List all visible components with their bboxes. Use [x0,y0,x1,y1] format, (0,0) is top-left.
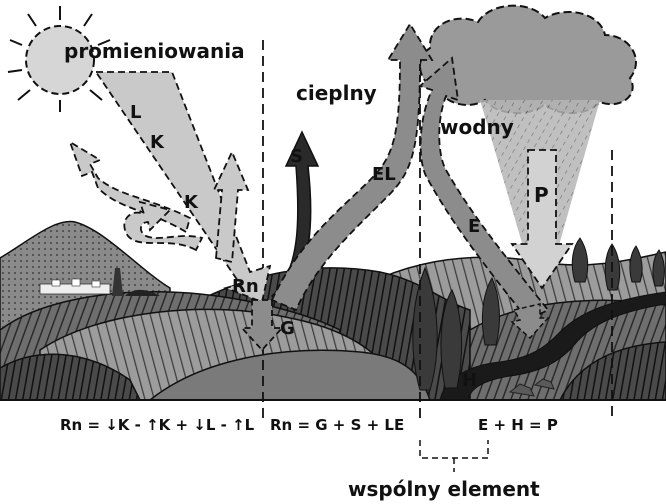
label-arrow-S: S [290,146,303,167]
label-arrow-E: E [468,216,480,237]
equations: Rn = ↓K - ↑K + ↓L - ↑L Rn = G + S + LE E… [60,416,558,434]
label-common-element: wspólny element [348,477,540,501]
label-radiation-balance: promieniowania [64,39,245,63]
common-element-connector [420,440,488,472]
label-arrow-Rn: Rn [232,276,259,297]
equation-radiation: Rn = ↓K - ↑K + ↓L - ↑L [60,416,255,434]
label-arrow-P: P [534,183,549,207]
label-arrow-K2: K [184,192,199,213]
equation-water: E + H = P [478,416,558,434]
label-arrow-EL: EL [372,164,396,185]
label-arrow-G: G [280,318,295,339]
label-arrow-L: L [130,102,141,123]
label-water-balance: wodny [440,115,514,139]
label-arrow-K1: K [150,132,165,153]
label-arrow-H: H [462,370,477,391]
equation-thermal: Rn = G + S + LE [270,416,404,434]
label-thermal-balance: cieplny [296,81,377,105]
